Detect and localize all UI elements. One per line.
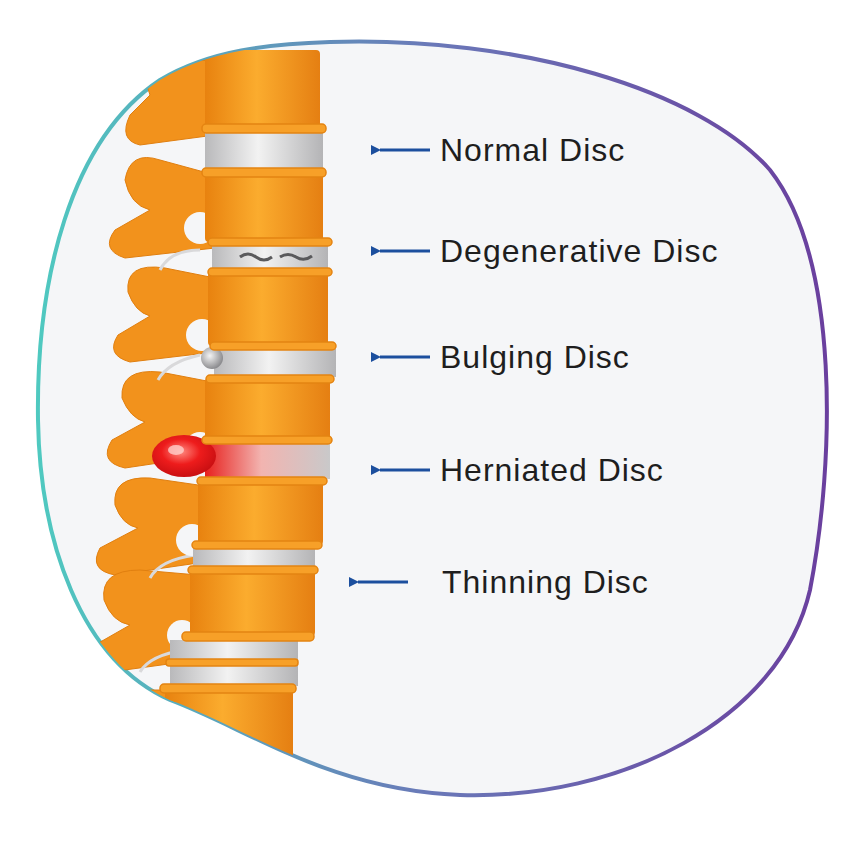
callout-label: Normal Disc xyxy=(440,130,625,170)
callout-label: Thinning Disc xyxy=(442,562,649,602)
callout-arrows xyxy=(358,150,430,582)
callout-label: Herniated Disc xyxy=(440,450,664,490)
outline-ring xyxy=(38,42,827,796)
spine xyxy=(92,50,336,780)
callout-label: Degenerative Disc xyxy=(440,231,718,271)
callout-label: Bulging Disc xyxy=(440,337,630,377)
